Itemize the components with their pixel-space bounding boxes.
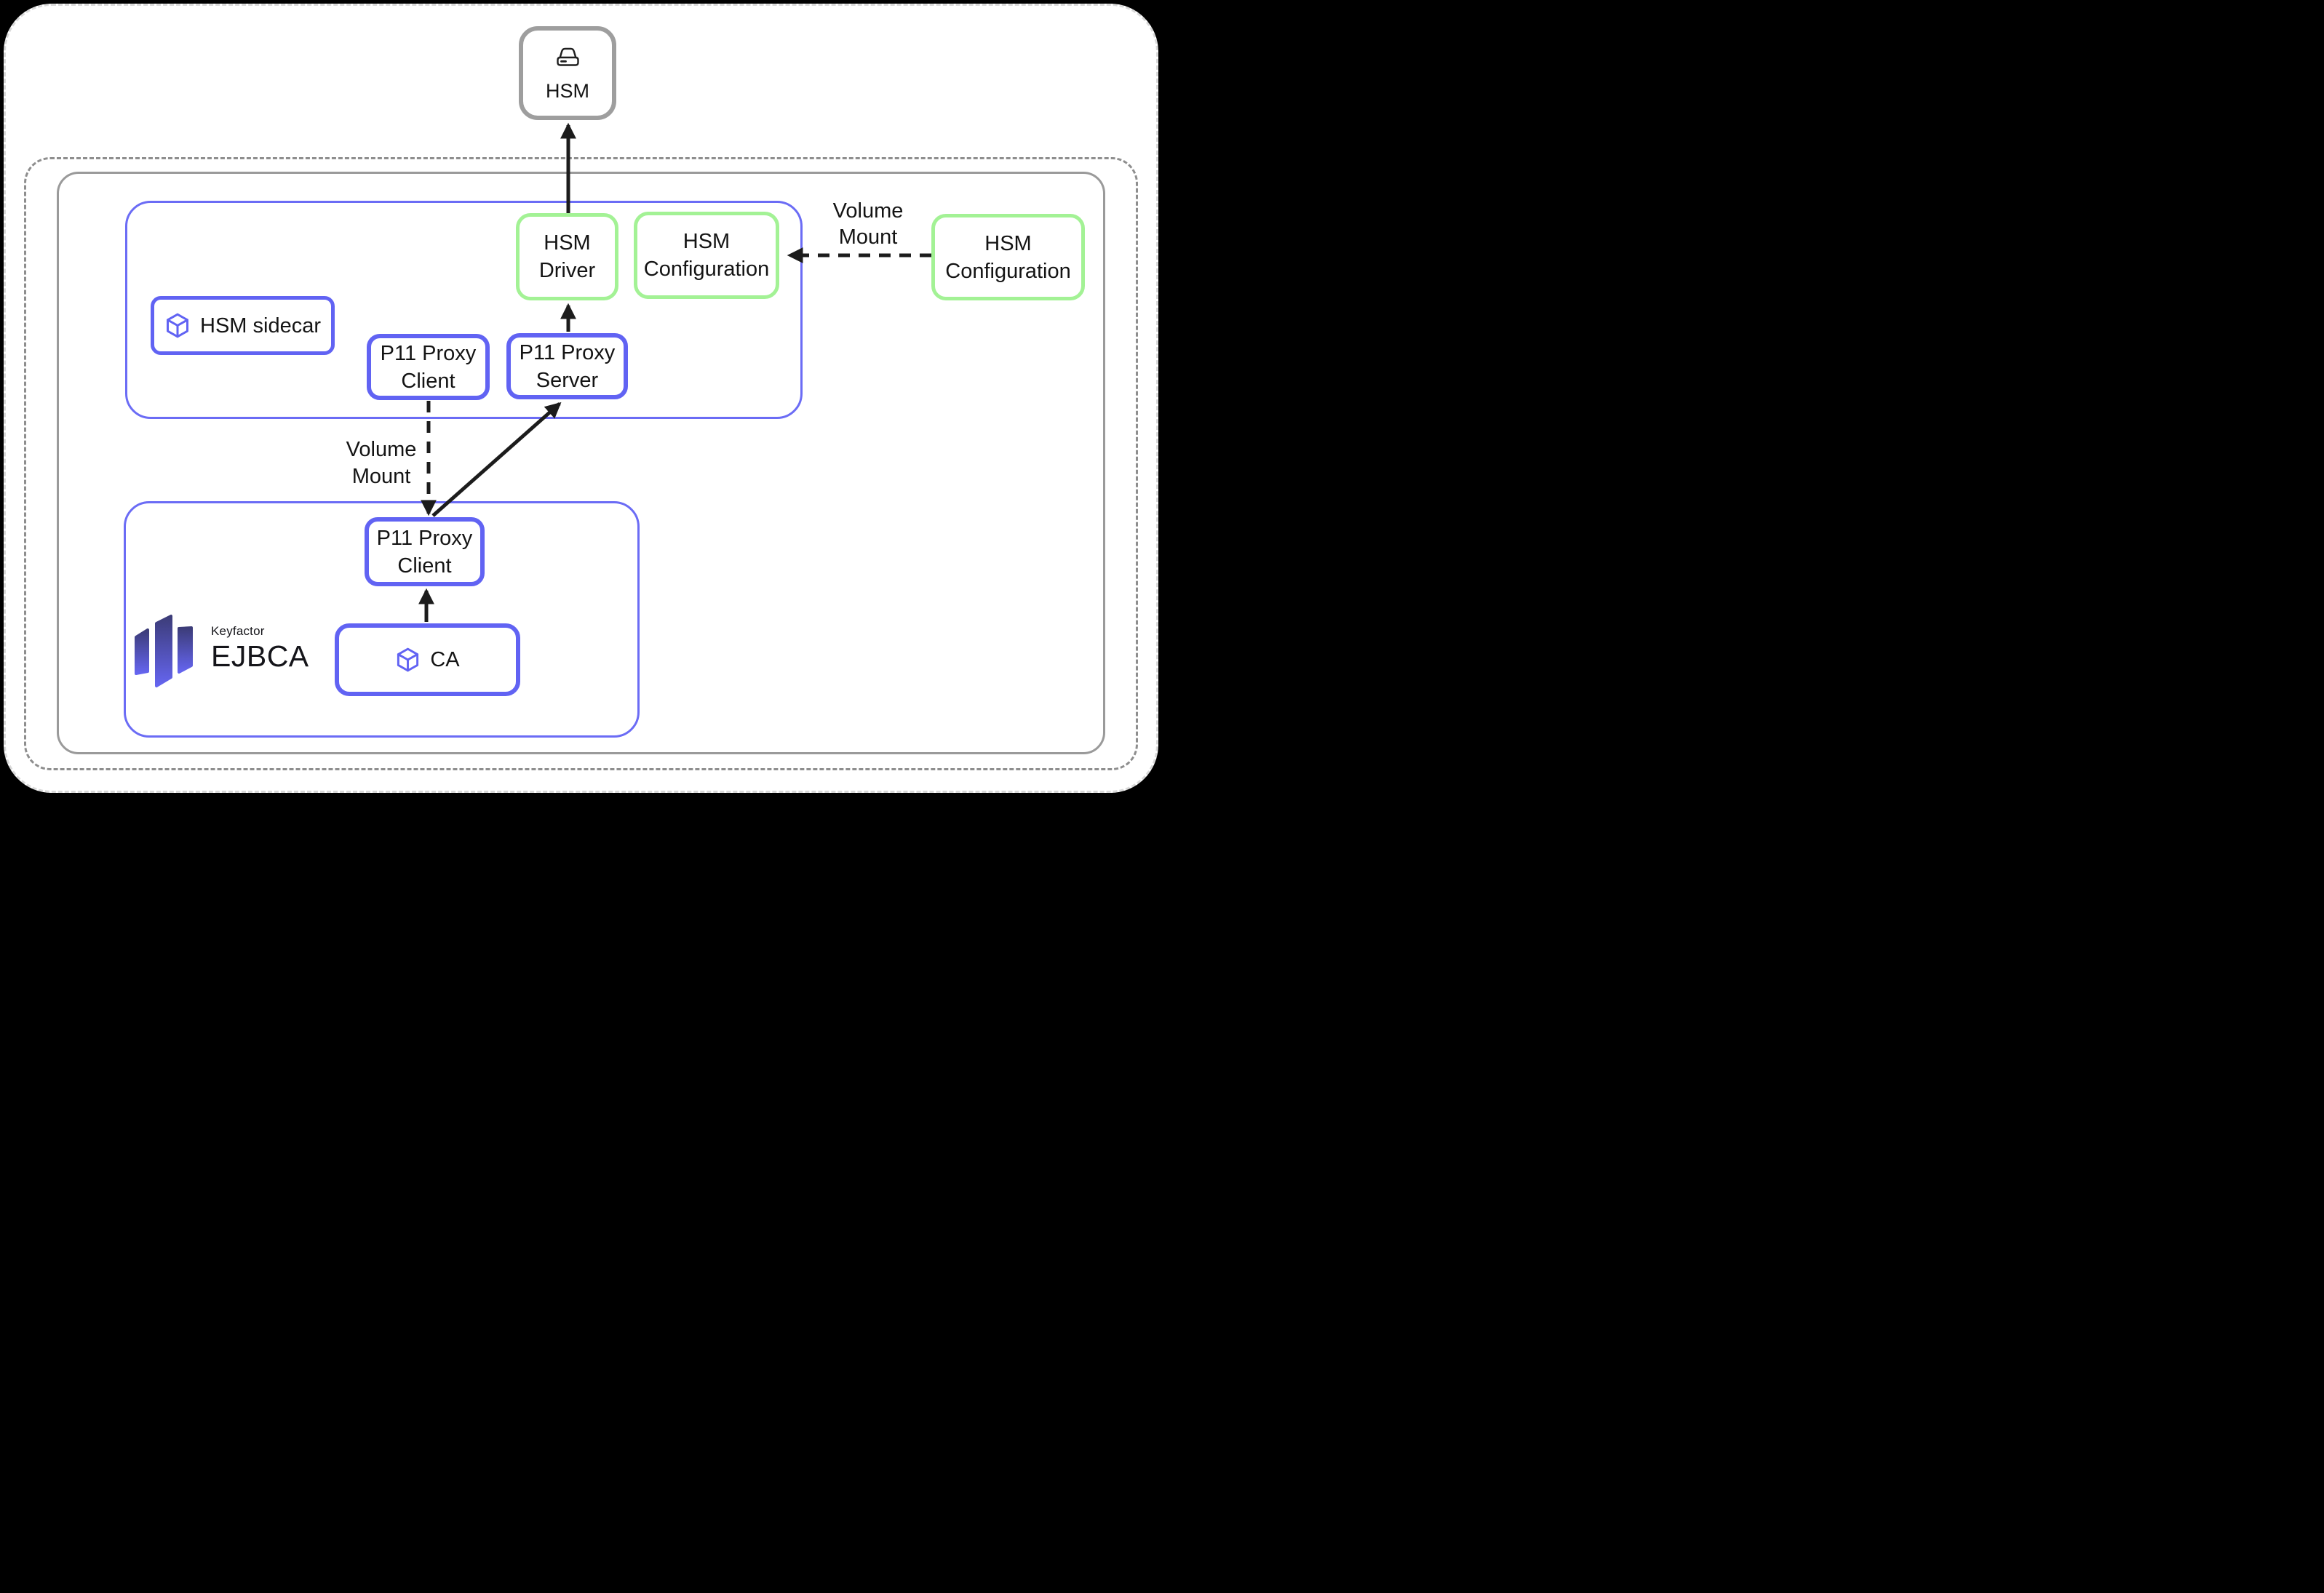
inner-solid-boundary: [57, 172, 1105, 754]
node-ca: CA: [335, 623, 520, 696]
node-hsm-driver-line1: HSM: [544, 231, 591, 255]
node-hsm-label: HSM: [546, 79, 589, 102]
node-hsm-configuration-outer-line1: HSM: [984, 231, 1032, 255]
hsm-sidecar-label-box: HSM sidecar: [151, 296, 335, 355]
keyfactor-ejbca-logo-text: Keyfactor EJBCA: [211, 624, 309, 674]
ejbca-container: [124, 501, 640, 738]
node-hsm-configuration-outer: HSM Configuration: [931, 214, 1085, 300]
volume-mount-label-left-line2: Mount: [351, 465, 411, 488]
node-p11-proxy-client-bottom-line2: Client: [397, 554, 452, 578]
node-hsm-configuration-inner: HSM Configuration: [634, 212, 779, 299]
node-p11-proxy-client-top: P11 Proxy Client: [367, 334, 490, 400]
package-cube-icon: [395, 646, 421, 674]
volume-mount-label-left-line1: Volume: [346, 438, 417, 461]
node-p11-proxy-client-top-line2: Client: [401, 369, 455, 393]
node-p11-proxy-server-line2: Server: [536, 368, 599, 392]
node-p11-proxy-server-line1: P11 Proxy: [519, 340, 616, 364]
package-cube-icon: [164, 312, 191, 339]
node-p11-proxy-server: P11 Proxy Server: [506, 333, 628, 399]
hsm-sidecar-label: HSM sidecar: [200, 314, 321, 338]
node-hsm: HSM: [519, 26, 616, 120]
keyfactor-ejbca-logo: [134, 614, 194, 695]
node-hsm-configuration-inner-line2: Configuration: [643, 257, 770, 281]
node-p11-proxy-client-bottom: P11 Proxy Client: [365, 517, 485, 586]
logo-product-text: EJBCA: [211, 639, 309, 673]
outer-dashed-boundary: [24, 157, 1138, 770]
hard-drive-icon: [554, 46, 581, 75]
keyfactor-logo-bars-icon: [135, 615, 193, 687]
volume-mount-label-right: Volume Mount: [803, 198, 934, 250]
diagram-page: { "colors": { "accent_blue": "#6163f3", …: [0, 0, 1162, 796]
volume-mount-label-left: Volume Mount: [327, 436, 436, 490]
logo-brand-text: Keyfactor: [211, 624, 265, 638]
node-hsm-configuration-inner-line1: HSM: [683, 230, 731, 253]
node-ca-label: CA: [430, 648, 460, 671]
volume-mount-label-right-line1: Volume: [832, 199, 904, 223]
node-hsm-driver: HSM Driver: [516, 213, 618, 300]
node-hsm-driver-line2: Driver: [538, 259, 596, 282]
node-p11-proxy-client-top-line1: P11 Proxy: [380, 341, 477, 365]
node-p11-proxy-client-bottom-line1: P11 Proxy: [376, 526, 473, 550]
node-hsm-configuration-outer-line2: Configuration: [945, 259, 1071, 283]
volume-mount-label-right-line2: Mount: [838, 225, 898, 249]
